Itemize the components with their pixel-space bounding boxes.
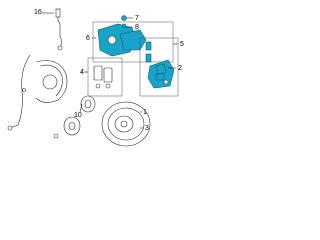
caliper-assembly-box — [92, 21, 174, 63]
caliper-body — [97, 15, 147, 57]
speed-sensor-cable — [7, 8, 63, 131]
diagram-art — [7, 8, 179, 147]
callout-10: 10 — [74, 112, 82, 119]
callout-6: 6 — [86, 35, 90, 42]
callout-4: 4 — [80, 69, 84, 76]
brake-pads-box — [87, 57, 123, 97]
leader-10 — [79, 103, 83, 113]
callout-16: 16 — [34, 9, 42, 16]
dust-shield — [35, 60, 68, 103]
callout-2: 2 — [178, 65, 182, 72]
callout-7: 7 — [135, 15, 139, 22]
callout-1: 1 — [143, 109, 147, 116]
pad-kit-box — [139, 37, 179, 97]
hub-and-disc — [53, 95, 151, 147]
callout-5: 5 — [180, 41, 184, 48]
parts-diagram: 16 7 8 6 5 2 4 10 1 3 — [0, 0, 200, 147]
callout-3: 3 — [145, 125, 149, 132]
callout-8: 8 — [135, 24, 139, 31]
